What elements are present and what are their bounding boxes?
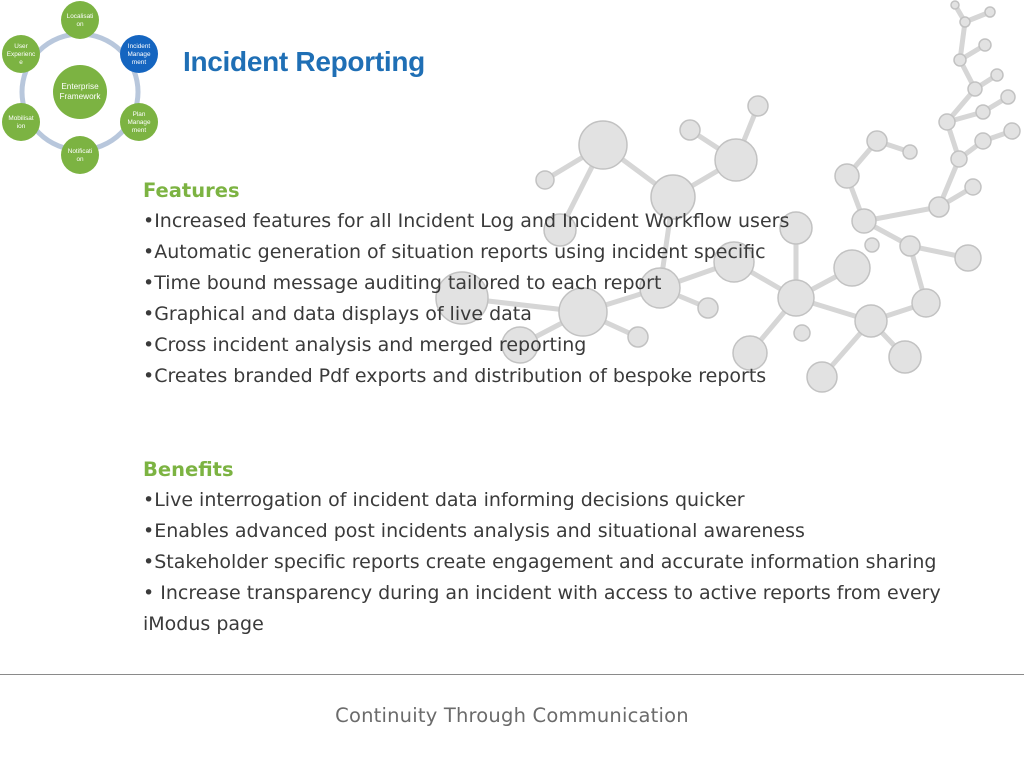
enterprise-framework-diagram: Enterprise Framework Localisati on Incid… (2, 1, 158, 174)
benefits-heading: Benefits (143, 458, 234, 481)
benefit-item: •Live interrogation of incident data inf… (143, 489, 745, 511)
benefit-item: •Enables advanced post incidents analysi… (143, 520, 805, 542)
framework-node-notification: Notificati on (61, 136, 99, 174)
feature-item: •Time bound message auditing tailored to… (143, 272, 662, 294)
svg-text:Localisati: Localisati (67, 13, 94, 20)
features-list: •Increased features for all Incident Log… (143, 206, 973, 392)
framework-node-plan-management: Plan Manage ment (120, 103, 158, 141)
feature-item: •Cross incident analysis and merged repo… (143, 334, 587, 356)
svg-text:Notificati: Notificati (68, 148, 93, 155)
benefit-item: • Increase transparency during an incide… (143, 582, 941, 635)
svg-text:Plan: Plan (133, 111, 146, 118)
svg-text:on: on (76, 21, 84, 28)
svg-text:Mobilisat: Mobilisat (8, 115, 33, 122)
framework-node-user-experience: User Experienc e (2, 35, 40, 73)
svg-text:Experienc: Experienc (7, 51, 36, 58)
feature-item: •Graphical and data displays of live dat… (143, 303, 532, 325)
svg-text:ment: ment (132, 127, 146, 134)
framework-center-line1: Enterprise (61, 82, 99, 91)
svg-text:ion: ion (17, 123, 26, 130)
footer-tagline: Continuity Through Communication (335, 704, 689, 727)
slide-content: Features •Increased features for all Inc… (143, 175, 973, 640)
svg-text:ment: ment (132, 59, 146, 66)
svg-text:on: on (76, 156, 84, 163)
feature-item: •Creates branded Pdf exports and distrib… (143, 365, 767, 387)
svg-text:Manage: Manage (127, 119, 151, 126)
framework-node-mobilisation: Mobilisat ion (2, 103, 40, 141)
feature-item: •Increased features for all Incident Log… (143, 210, 790, 232)
framework-center-line2: Framework (60, 92, 102, 101)
svg-text:User: User (14, 43, 28, 50)
section-spacer (143, 392, 973, 454)
svg-text:Incident: Incident (128, 43, 151, 50)
footer-divider (0, 674, 1024, 675)
framework-node-localisation: Localisati on (61, 1, 99, 39)
benefits-list: •Live interrogation of incident data inf… (143, 485, 973, 640)
benefit-item: •Stakeholder specific reports create eng… (143, 551, 937, 573)
feature-item: •Automatic generation of situation repor… (143, 241, 766, 263)
framework-node-incident-management: Incident Manage ment (120, 35, 158, 73)
slide-title: Incident Reporting (183, 46, 425, 77)
framework-center: Enterprise Framework (53, 65, 107, 119)
features-heading: Features (143, 179, 240, 202)
svg-text:e: e (19, 59, 23, 66)
svg-text:Manage: Manage (127, 51, 151, 58)
